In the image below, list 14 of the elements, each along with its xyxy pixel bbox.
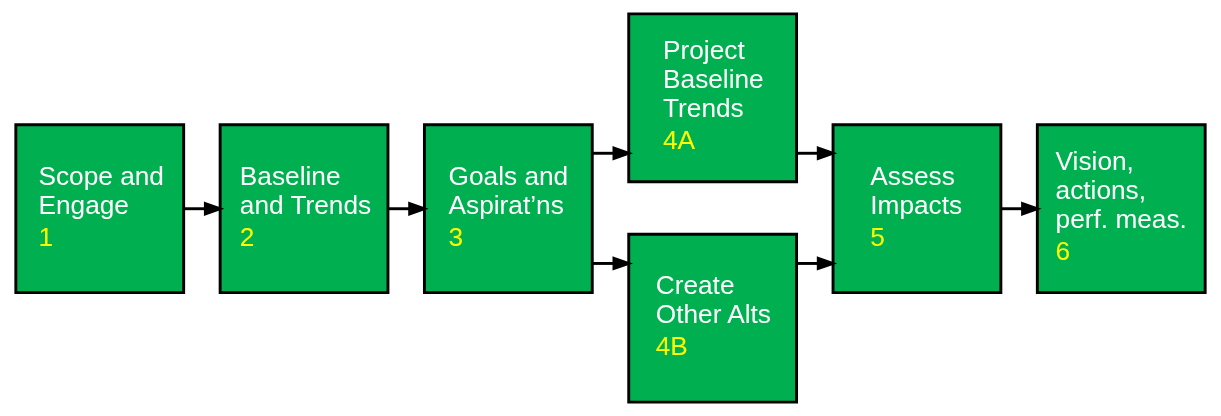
node-box: Assess Impacts 5 [831,123,1003,295]
arrow [796,146,838,161]
arrow [796,256,838,271]
arrow [1001,201,1042,216]
node-box: Scope and Engage 1 [14,123,186,295]
arrow [184,201,225,216]
node-box: Baseline and Trends 2 [218,123,390,295]
node-box: Project Baseline Trends 4A [627,12,798,184]
arrow [388,201,429,216]
node-box: Vision, actions, perf. meas. 6 [1035,123,1207,295]
arrow [592,256,633,271]
node-box: Create Other Alts 4B [627,232,798,404]
node-box: Goals and Aspirat’ns 3 [423,123,594,295]
arrow [592,146,633,161]
